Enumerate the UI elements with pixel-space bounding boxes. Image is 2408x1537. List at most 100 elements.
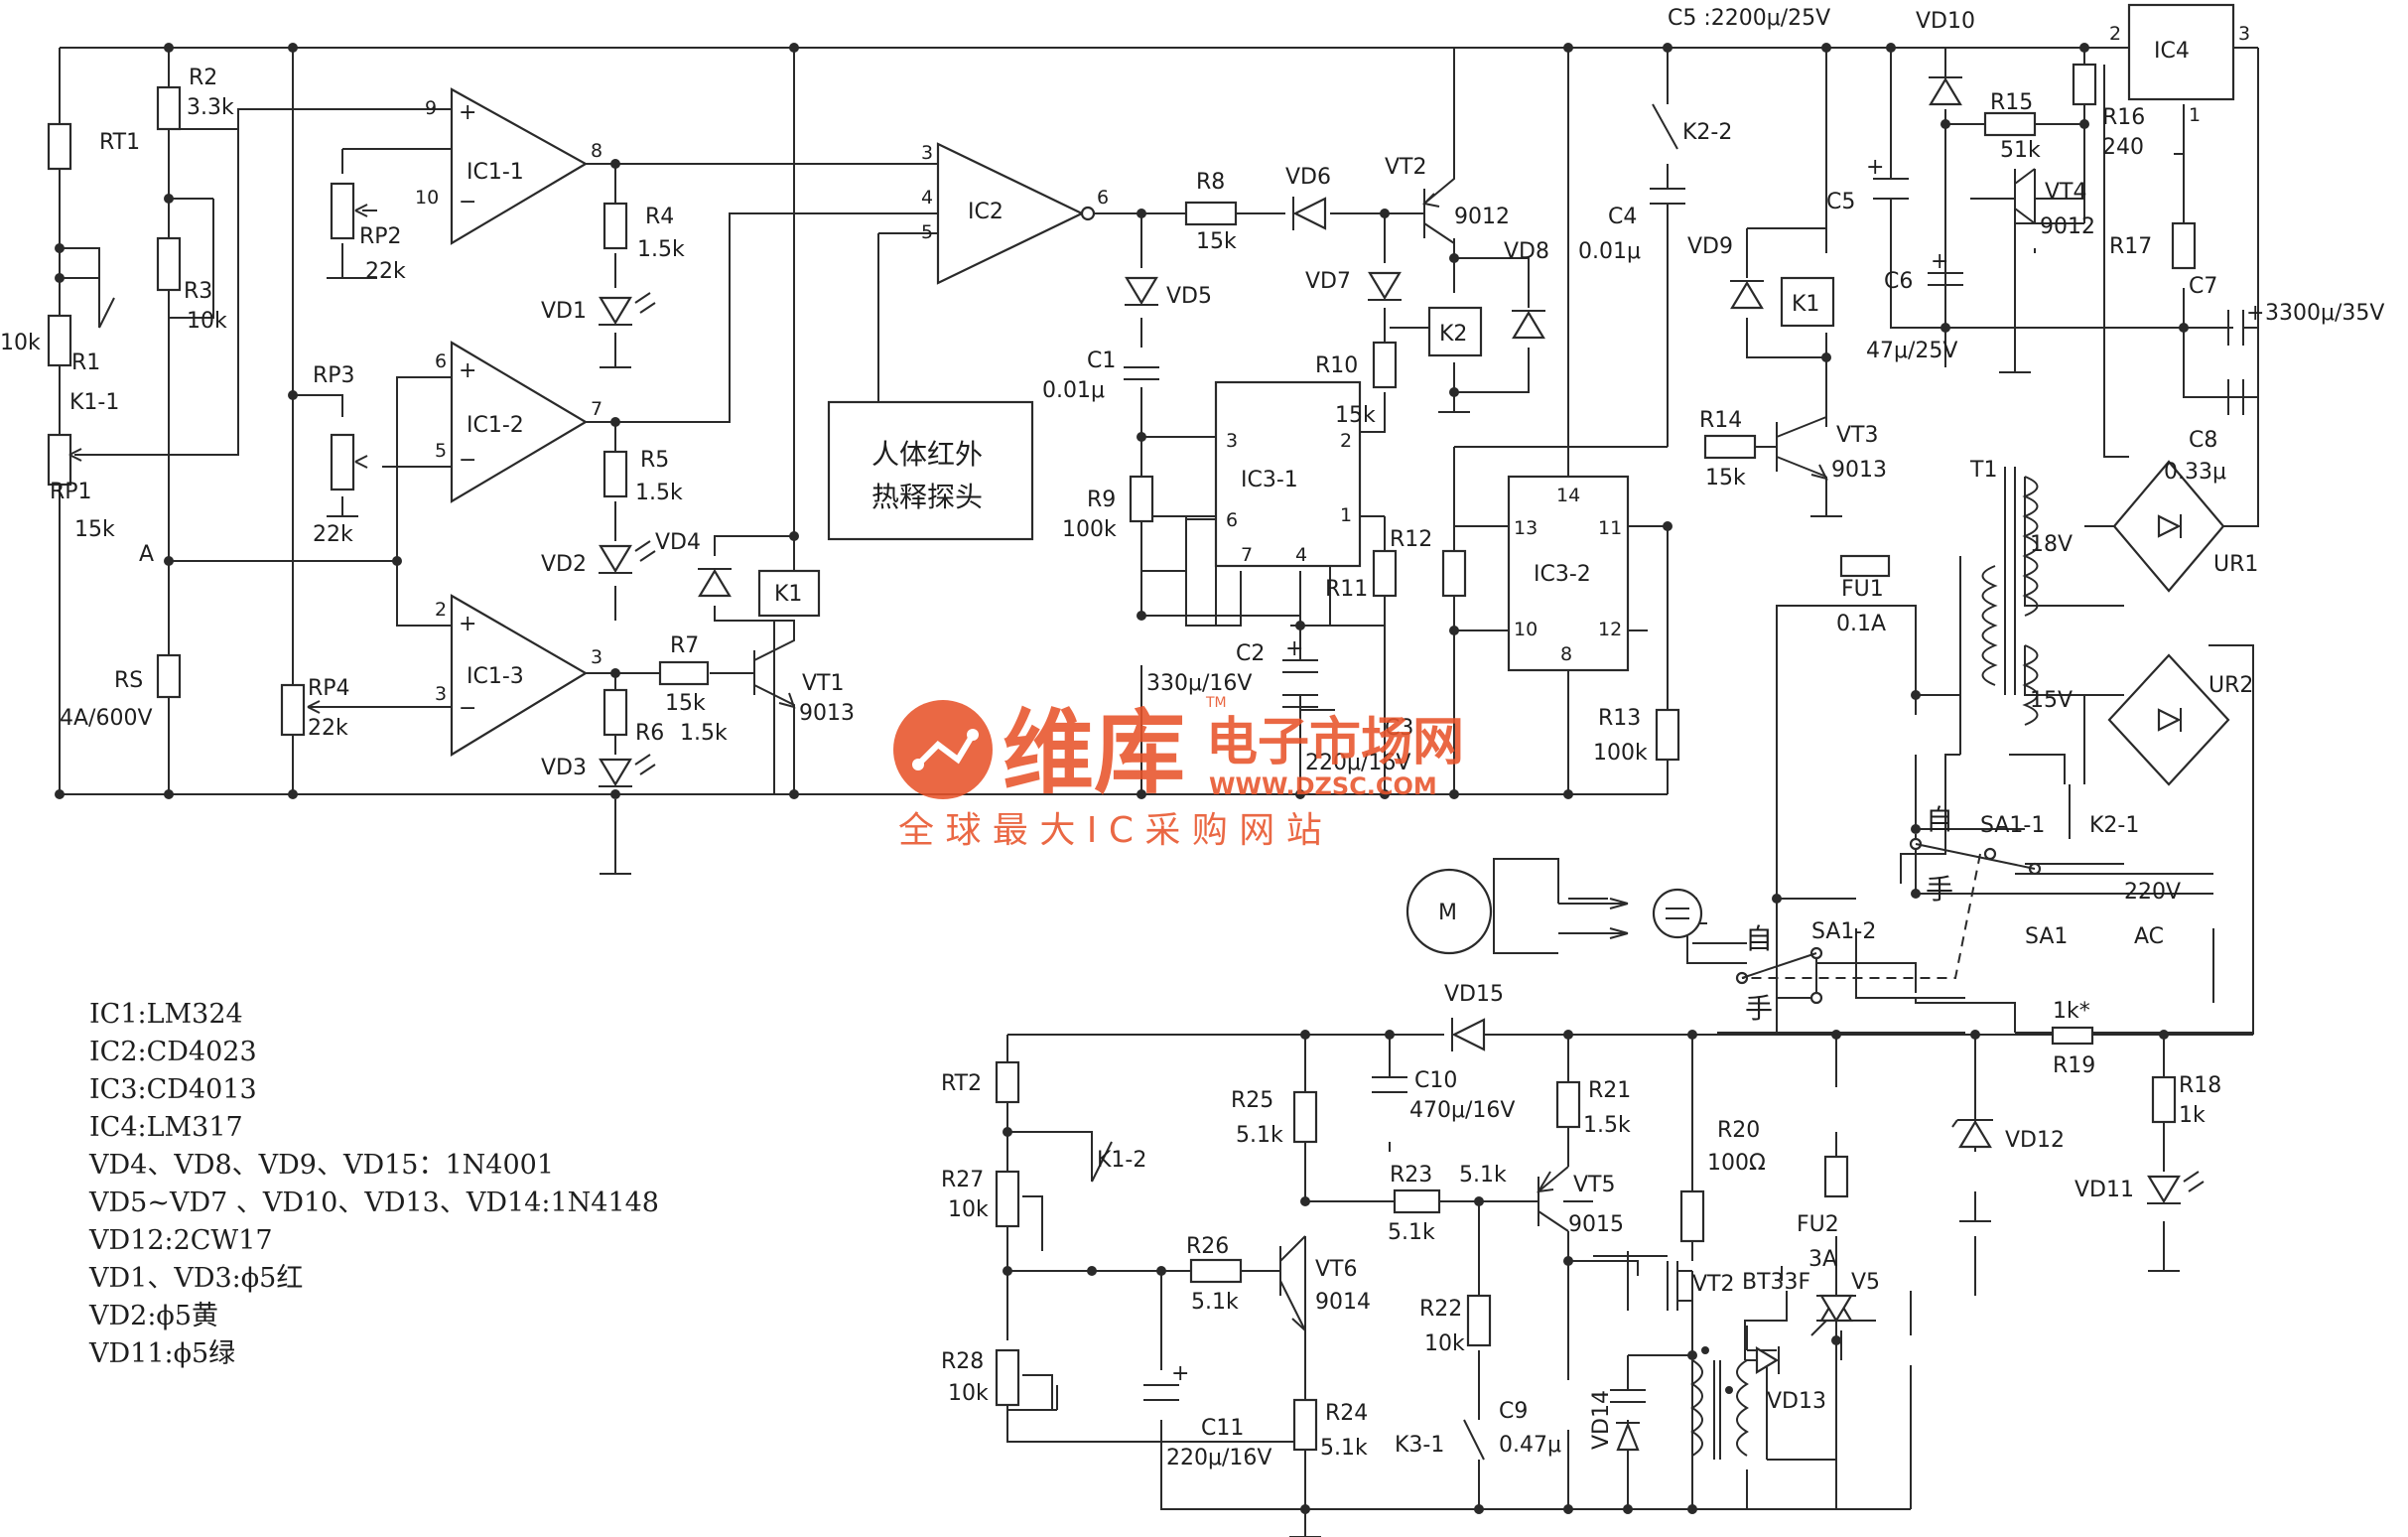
- component-legend: IC1:LM324 IC2:CD4023 IC3:CD4013 IC4:LM31…: [88, 999, 659, 1369]
- label-sensor-line2: 热释探头: [871, 481, 983, 513]
- label-c4-value: 0.01μ: [1578, 239, 1641, 264]
- transformer-secondary-15v: [2022, 644, 2039, 726]
- label-r18: R18: [2179, 1073, 2221, 1098]
- label-vd3: VD3: [541, 756, 587, 780]
- label-rp3: RP3: [313, 363, 355, 388]
- resistor-r11: [1372, 549, 1398, 598]
- label-t1-15v: 15V: [2030, 688, 2073, 713]
- label-r16-value: 240: [2102, 135, 2144, 160]
- resistor-r26: [1189, 1258, 1243, 1284]
- legend-line-2: IC2:CD4023: [89, 1037, 257, 1067]
- label-bt33f: BT33F: [1742, 1270, 1810, 1295]
- label-ic3-1: IC3-1: [1241, 468, 1298, 492]
- flipflop-ic3-2: [1507, 475, 1630, 672]
- watermark-url: WWW.DZSC.COM: [1209, 772, 1437, 800]
- label-vd14: VD14: [1589, 1390, 1614, 1450]
- legend-line-5: VD4、VD8、VD9、VD15：1N4001: [88, 1150, 554, 1181]
- label-r23-value: 5.1k: [1388, 1220, 1435, 1245]
- label-ic4: IC4: [2154, 39, 2190, 64]
- gate-ic2: [936, 142, 1085, 285]
- svg-text:−: −: [459, 448, 476, 473]
- resistor-r19: [2051, 1026, 2094, 1046]
- label-vt3: VT3: [1836, 423, 1879, 448]
- resistor-r14: [1703, 434, 1757, 460]
- label-r17: R17: [2109, 234, 2152, 259]
- label-sensor-line1: 人体红外: [871, 438, 983, 471]
- label-t1: T1: [1969, 458, 1997, 483]
- components-lower: +: [995, 1018, 2205, 1461]
- label-c5: C5: [1826, 190, 1855, 214]
- svg-text:2: 2: [2109, 23, 2121, 45]
- resistor-rt1: [47, 122, 72, 171]
- diode-vd13: [1755, 1346, 1780, 1374]
- label-c8: C8: [2189, 428, 2217, 453]
- label-r1-value: 10k: [0, 331, 41, 355]
- svg-text:10: 10: [415, 187, 439, 209]
- legend-line-3: IC3:CD4013: [89, 1074, 257, 1105]
- label-vt1: VT1: [802, 671, 845, 696]
- svg-text:4: 4: [1295, 544, 1307, 566]
- label-r9-value: 100k: [1062, 517, 1117, 542]
- label-vd5: VD5: [1166, 284, 1212, 309]
- label-vd8: VD8: [1504, 239, 1549, 264]
- flipflop-ic3-1: [1214, 380, 1362, 568]
- label-vt2-lower: VT2: [1692, 1272, 1735, 1297]
- label-c6-value: 47μ/25V: [1866, 339, 1957, 363]
- label-vt1-value: 9013: [799, 701, 855, 726]
- label-rp4: RP4: [308, 676, 350, 701]
- label-r2: R2: [189, 66, 217, 90]
- diode-vd6: [1292, 197, 1327, 230]
- svg-text:+: +: [1931, 249, 1948, 274]
- legend-line-9: VD2:ϕ5黄: [88, 1301, 218, 1331]
- components-upper: + + + +: [47, 3, 2264, 1005]
- label-r5-value: 1.5k: [635, 481, 683, 505]
- label-auto-2: 自: [1745, 922, 1773, 955]
- label-r5: R5: [640, 448, 669, 473]
- label-r28: R28: [941, 1349, 984, 1374]
- potentiometer-r3: [156, 236, 182, 292]
- resistor-r18: [2151, 1075, 2177, 1124]
- label-r24-value: 5.1k: [1320, 1436, 1368, 1461]
- label-vd4: VD4: [655, 530, 701, 555]
- label-t1-18v: 18V: [2030, 532, 2073, 557]
- label-c10-value: 470μ/16V: [1409, 1098, 1515, 1123]
- label-k3-1: K3-1: [1395, 1433, 1444, 1458]
- resistor-r8: [1184, 201, 1238, 226]
- diode-vd9: [1730, 280, 1764, 310]
- label-r16: R16: [2102, 105, 2145, 130]
- label-vd7: VD7: [1305, 269, 1351, 294]
- relay-coil-k1: [757, 569, 821, 618]
- label-fu1-value: 0.1A: [1836, 612, 1886, 636]
- legend-line-6: VD5~VD7 、VD10、VD13、VD14:1N4148: [88, 1188, 659, 1218]
- label-r18-value: 1k: [2179, 1103, 2206, 1128]
- thermistor-rt2: [995, 1060, 1020, 1104]
- label-r19-value: 1k*: [2053, 999, 2090, 1024]
- legend-line-8: VD1、VD3:ϕ5红: [88, 1263, 303, 1294]
- relay-coil-k2: [1427, 306, 1483, 357]
- label-vd1: VD1: [541, 299, 587, 324]
- label-r21: R21: [1588, 1078, 1631, 1103]
- svg-text:13: 13: [1514, 517, 1538, 539]
- potentiometer-rp1: [47, 433, 72, 487]
- label-c7: C7: [2189, 274, 2217, 299]
- label-r4: R4: [645, 205, 674, 229]
- label-r27: R27: [941, 1168, 984, 1192]
- label-r3: R3: [184, 279, 212, 304]
- label-r23-extra: 5.1k: [1459, 1163, 1507, 1188]
- label-vt4-value: 9012: [2040, 214, 2095, 239]
- label-r25: R25: [1231, 1088, 1273, 1113]
- pir-sensor-box: [827, 400, 1034, 541]
- label-r15: R15: [1990, 90, 2033, 115]
- svg-text:+: +: [459, 100, 476, 125]
- label-r7-value: 15k: [665, 691, 706, 716]
- svg-text:2: 2: [1340, 430, 1352, 452]
- label-r7: R7: [670, 633, 699, 658]
- potentiometer-rp4: [280, 683, 306, 737]
- label-c6: C6: [1884, 269, 1913, 294]
- labels: RT1 R2 3.3k R3 10k 10k R1 K1-1 RP1 15k A…: [0, 6, 2384, 1470]
- resistor-r22: [1466, 1294, 1492, 1347]
- label-ur2: UR2: [2208, 673, 2253, 698]
- label-c5-rating: C5 :2200μ/25V: [1668, 6, 1830, 31]
- label-r2-value: 3.3k: [187, 95, 234, 120]
- label-r10: R10: [1315, 353, 1358, 378]
